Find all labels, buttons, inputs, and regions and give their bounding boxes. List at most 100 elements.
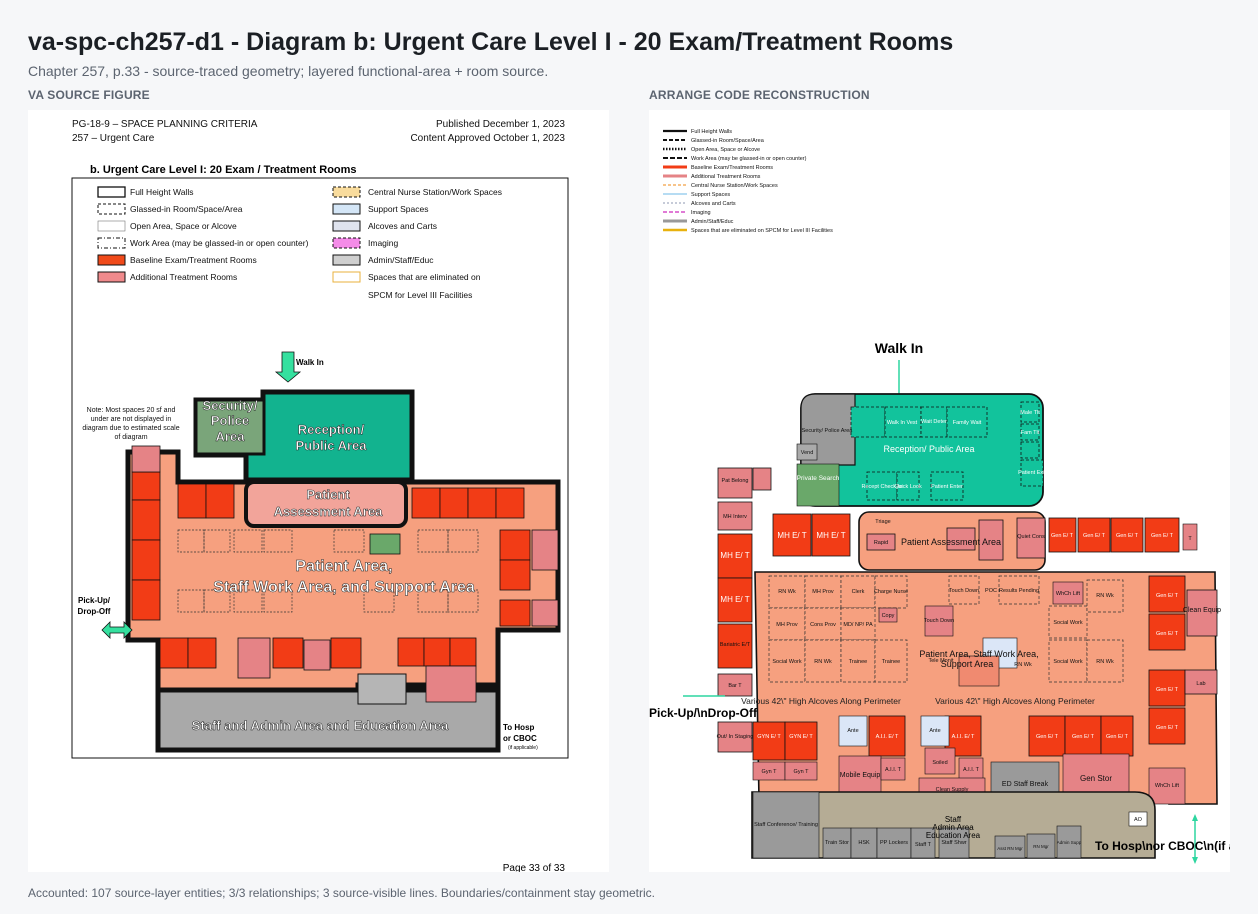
src-legend-swatch	[97, 203, 126, 215]
src-legend-item: SPCM for Level III Facilities	[368, 290, 472, 300]
rec-room-label: RN Wk	[1096, 659, 1114, 665]
rec-social-work-cell	[1048, 639, 1088, 683]
rec-bar-t-room	[717, 673, 753, 697]
source-figure-panel: PG-18-9 – SPACE PLANNING CRITERIA 257 – …	[28, 110, 609, 872]
src-exam-room	[423, 637, 451, 667]
rec-legend-item: Spaces that are eliminated on SPCM for L…	[691, 228, 833, 234]
rec-room	[930, 471, 964, 501]
src-area-patient: Staff Work Area, and Support Area	[213, 579, 475, 596]
rec-rn-wk-cell	[768, 575, 806, 609]
src-exam-room	[499, 599, 531, 627]
rec-ao-room	[1128, 811, 1148, 827]
rec-room-label: MH E/ T	[777, 531, 806, 540]
rec-room-label: ED Staff Break	[1002, 781, 1049, 788]
rec-room	[850, 406, 886, 438]
rec-room-label: Train Stor	[825, 840, 849, 846]
rec-rn-mgr-room	[1026, 833, 1056, 859]
src-area-reception: Reception/	[298, 422, 365, 437]
rec-legend-item: Open Area, Space or Alcove	[691, 147, 760, 153]
rec-legend-item: Additional Treatment Rooms	[691, 174, 761, 180]
src-note-line: under are not displayed in	[91, 416, 172, 423]
rec-room-label: Gen E/ T	[1083, 533, 1106, 539]
src-if-applicable: (if applicable)	[508, 745, 538, 751]
src-exam-room	[205, 483, 235, 519]
rec-aii-t-room	[880, 757, 906, 781]
src-work-areas	[177, 529, 479, 613]
rec-room-label: MH E/ T	[816, 531, 845, 540]
src-header-right1: Published December 1, 2023	[436, 119, 565, 130]
rec-staff-conference-room	[752, 791, 820, 859]
rec-charge-nurse-cell	[874, 575, 908, 609]
src-work-area	[447, 589, 479, 613]
rec-room-label: Gen E/ T	[1151, 533, 1174, 539]
rec-room	[1020, 459, 1044, 487]
src-legend-swatch	[332, 220, 361, 232]
src-exam-room	[131, 499, 161, 541]
src-work-area	[417, 529, 449, 553]
src-area-reception: Public Area	[295, 438, 367, 453]
rec-ante-room	[920, 715, 950, 747]
src-area-patient-assessment: Patient	[306, 487, 350, 502]
rec-soiled-room	[924, 747, 956, 775]
rec-room-label: Social Work	[1053, 659, 1082, 665]
rec-room-label: WhCh Lift	[1056, 591, 1081, 597]
rec-support-area-label: Support Area	[941, 659, 994, 669]
rec-right-rooms	[1148, 575, 1218, 745]
rec-trainee-cell	[840, 639, 876, 683]
src-legend-item: Open Area, Space or Alcove	[130, 221, 237, 231]
rec-legend: Full Height Walls Glassed-in Room/Space/…	[663, 129, 833, 234]
rec-room-label: MH Interv	[723, 514, 747, 520]
rec-lower-exam-row	[752, 715, 1134, 761]
rec-legend-item: Alcoves and Carts	[691, 201, 736, 207]
rec-room	[752, 467, 772, 491]
rec-room-label: Security/ Police Area	[802, 428, 854, 434]
rec-room-label: MD/ NP/ PA	[843, 622, 873, 628]
src-additional-room	[531, 599, 559, 627]
rec-room-label: Trainee	[849, 659, 867, 665]
rec-whch-lift-room	[1148, 767, 1186, 805]
rec-t-room	[978, 519, 1004, 561]
rec-mh-et-room	[717, 577, 753, 623]
rec-pickup-label: Pick-Up/\nDrop-Off	[649, 706, 758, 720]
src-area-staff-admin: Staff and Admin Area and Education Area	[192, 718, 449, 733]
rec-touch-down-room	[924, 605, 954, 637]
src-work-area	[417, 589, 449, 613]
src-exam-room	[499, 529, 531, 561]
src-legend: Full Height Walls Glassed-in Room/Space/…	[97, 186, 502, 300]
rec-arrow-down-icon	[1192, 857, 1198, 864]
rec-staff-t-room	[910, 827, 936, 859]
src-pickup-label: Pick-Up/	[78, 596, 111, 605]
src-work-area	[203, 529, 231, 553]
rec-room-label: T	[1188, 536, 1192, 542]
reconstruction-panel: Full Height Walls Glassed-in Room/Space/…	[649, 110, 1230, 872]
rec-room-label: Male Tlt	[1020, 410, 1040, 416]
rec-pat-belong-room	[717, 467, 753, 499]
reconstruction-figure: Full Height Walls Glassed-in Room/Space/…	[649, 129, 1230, 864]
src-exam-room	[131, 539, 161, 581]
rec-gen-exam-row	[1048, 517, 1180, 553]
src-pickup-label: Drop-Off	[78, 607, 111, 616]
rec-gen-et-room	[1148, 613, 1186, 651]
src-legend-item: Baseline Exam/Treatment Rooms	[130, 255, 257, 265]
rec-room-label: Staff Shwr	[941, 840, 966, 846]
rec-room-label: Rapid	[874, 540, 888, 546]
rec-room-label: MH E/ T	[720, 595, 749, 604]
rec-room	[866, 471, 898, 501]
rec-room-label: Gen E/ T	[1051, 533, 1074, 539]
rec-room-label: Gen E/ T	[1156, 593, 1179, 599]
src-legend-item: Admin/Staff/Educ	[368, 255, 434, 265]
src-legend-swatch	[332, 203, 361, 215]
rec-rapid-room	[866, 533, 896, 551]
rec-lab-room	[1184, 669, 1218, 695]
rec-room-label: Results Pending	[999, 588, 1039, 594]
rec-mh-et-room	[717, 533, 753, 579]
rec-out-staging-room	[717, 721, 753, 753]
src-area-patient: Patient Area,	[295, 558, 392, 575]
source-figure: PG-18-9 – SPACE PLANNING CRITERIA 257 – …	[71, 119, 569, 872]
src-page-number: Page 33 of 33	[503, 863, 566, 872]
rec-room-label: Walk In Vest	[887, 420, 918, 426]
src-area-security: Security/	[203, 398, 258, 413]
page-title: va-spc-ch257-d1 - Diagram b: Urgent Care…	[28, 28, 954, 56]
rec-clean-equip-room	[1186, 589, 1218, 637]
rec-room-label: PP Lockers	[880, 840, 908, 846]
